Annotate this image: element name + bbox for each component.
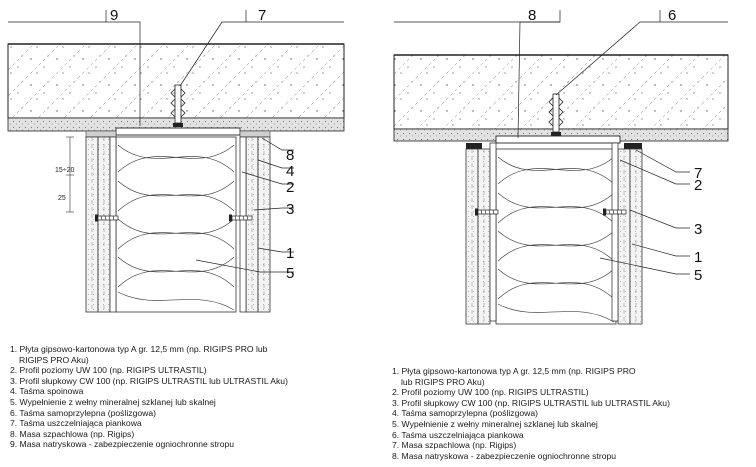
left-leader-lines (8, 10, 344, 273)
left-board-layers-b (245, 136, 271, 313)
left-callout-5: 5 (286, 265, 294, 282)
left-callout-1: 1 (286, 245, 294, 262)
left-section-drawing: 15÷20 25 9 7 8 4 2 3 1 5 (7, 7, 345, 313)
left-joint-compound-right (239, 130, 271, 138)
left-callout-9: 9 (110, 7, 118, 24)
right-mineral-wool (495, 148, 617, 325)
right-callout-7: 7 (694, 165, 702, 182)
right-section-drawing: 8 6 7 2 3 1 5 (393, 7, 729, 325)
left-board-layers-a (85, 136, 111, 313)
legend-item: 8. Masa natryskowa - zabezpieczenie ogni… (392, 450, 617, 461)
left-callout-7: 7 (258, 7, 266, 24)
right-board-layers-a (465, 148, 491, 325)
legend-item: 7. Taśma uszczelniająca piankowa (10, 418, 142, 429)
legend-item: 6. Taśma samoprzylepna (poślizgowa) (10, 407, 157, 418)
right-callout-8: 8 (528, 7, 536, 24)
left-dimension-25: 25 (58, 195, 66, 202)
right-callout-2: 2 (694, 177, 702, 194)
legend-item: 3. Profil słupkowy CW 100 (np. RIGIPS UL… (392, 397, 670, 408)
legend-item: 5. Wypełnienie z wełny mineralnej szklan… (392, 418, 598, 429)
right-callout-5: 5 (694, 267, 702, 284)
right-board-layers-b (617, 148, 643, 325)
right-callout-1: 1 (694, 249, 702, 266)
left-legend: 1. Płyta gipsowo-kartonowa typ A gr. 12,… (10, 344, 288, 450)
legend-item: 4. Taśma spoinowa (10, 386, 84, 397)
legend-item: 1. Płyta gipsowo-kartonowa typ A gr. 12,… (392, 366, 636, 376)
left-callout-2: 2 (286, 179, 294, 196)
legend-item: lub RIGIPS PRO Aku) (401, 376, 485, 387)
right-foam-tape-right (624, 143, 642, 149)
left-joint-compound (85, 130, 117, 138)
legend-item: 8. Masa szpachlowa (np. Rigips) (10, 428, 135, 439)
right-top-track-uw (495, 135, 621, 144)
left-callout-3: 3 (286, 201, 294, 218)
left-top-track-uw (115, 127, 241, 136)
left-mineral-wool (115, 136, 237, 313)
legend-item: 7. Masa szpachlowa (np. Rigips) (392, 440, 517, 451)
left-dimension-15-20: 15÷20 (55, 167, 75, 174)
legend-item: 3. Profil słupkowy CW 100 (np. RIGIPS UL… (10, 375, 288, 386)
right-ceiling-slab (393, 54, 729, 130)
left-callout-8: 8 (286, 147, 294, 164)
right-leader-lines (394, 10, 728, 275)
right-callout-6: 6 (668, 7, 676, 24)
legend-item: 2. Profil poziomy UW 100 (np. RIGIPS ULT… (10, 365, 207, 376)
legend-item: 6. Taśma uszczelniająca piankowa (392, 429, 524, 440)
legend-item: 9. Masa natryskowa - zabezpieczenie ogni… (10, 439, 235, 450)
left-dimension-line (66, 136, 74, 213)
legend-item: 2. Profil poziomy UW 100 (np. RIGIPS ULT… (392, 387, 589, 398)
legend-item: 5. Wypełnienie z wełny mineralnej szklan… (10, 396, 216, 407)
legend-item: 1. Płyta gipsowo-kartonowa typ A gr. 12,… (10, 344, 268, 354)
right-foam-tape (466, 143, 482, 149)
left-callout-4: 4 (286, 163, 294, 180)
legend-item: RIGIPS PRO Aku) (19, 354, 89, 365)
right-callout-3: 3 (694, 221, 702, 238)
right-legend: 1. Płyta gipsowo-kartonowa typ A gr. 12,… (392, 366, 670, 461)
legend-item: 4. Taśma samoprzylepna (poślizgowa) (392, 408, 539, 419)
